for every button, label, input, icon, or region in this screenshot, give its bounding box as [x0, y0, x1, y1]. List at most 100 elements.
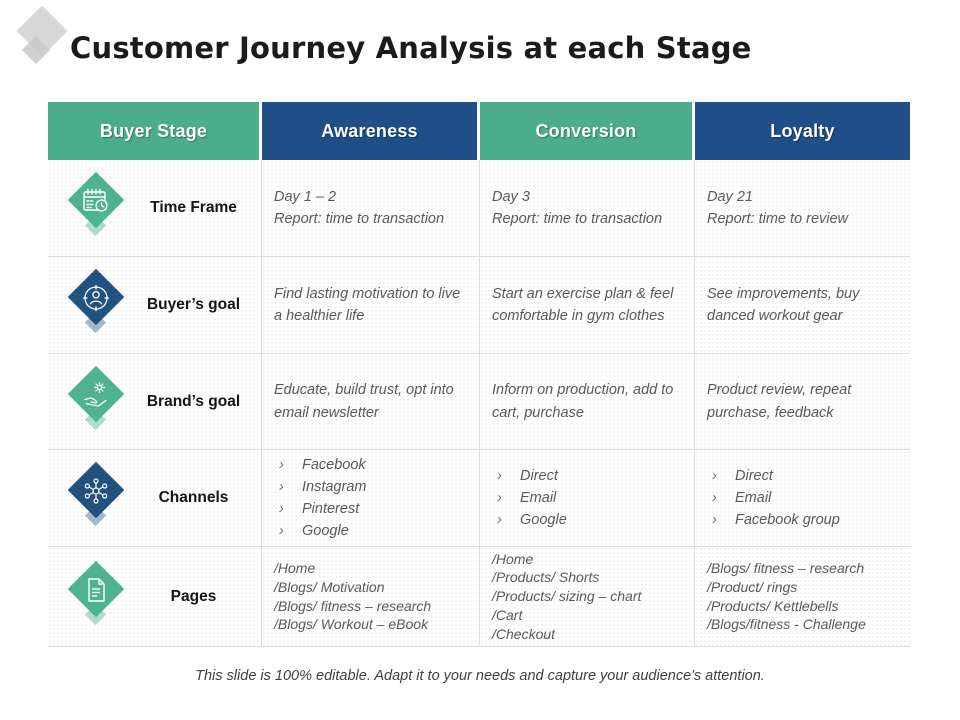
row-label-pages: Pages — [170, 587, 217, 605]
hand-star-icon — [79, 378, 113, 412]
cell-channels-awareness: › Facebook › Instagram › Pinterest › Google — [262, 450, 480, 547]
text-line: Report: time to transaction — [274, 211, 445, 227]
header-label-conversion: Conversion — [535, 120, 637, 141]
header-label-awareness: Awareness — [321, 120, 418, 141]
text-line: /Blogs/ Motivation — [274, 578, 385, 595]
bullet-text: Google — [302, 523, 349, 540]
text-line: See improvements, buy danced workout gea… — [707, 285, 860, 324]
cell-buyers-goal-loyalty: See improvements, buy danced workout gea… — [695, 257, 910, 354]
document-icon — [79, 573, 113, 607]
row-label-cell-brands-goal: Brand’s goal — [48, 354, 262, 450]
network-icon — [79, 474, 113, 508]
row-label-cell-time-frame: Time Frame — [48, 160, 262, 257]
header-cell-buyer-stage: Buyer Stage — [48, 102, 262, 160]
text-line: Inform on production, add to cart, purch… — [492, 382, 674, 421]
row-label-channels: Channels — [158, 489, 229, 506]
bullet-line: › Instagram — [274, 478, 469, 496]
bullet-line: › Email — [492, 489, 684, 507]
bullet-line: › Facebook group — [707, 511, 900, 529]
text-line: /Products/ Kettlebells — [707, 597, 839, 614]
cell-buyers-goal-conversion: Start an exercise plan & feel comfortabl… — [480, 257, 695, 354]
bullet-text: Instagram — [302, 478, 367, 495]
bullet-line: › Direct — [492, 467, 684, 485]
row-label-cell-channels: Channels — [48, 450, 262, 547]
header-cell-loyalty: Loyalty — [695, 102, 910, 160]
bullet-line: › Google — [274, 522, 469, 540]
cell-channels-conversion: › Direct › Email › Google — [480, 450, 695, 547]
text-line: Day 21 — [707, 188, 753, 205]
text-line: /Blogs/ fitness – research — [707, 560, 865, 576]
bullet-text: Google — [520, 512, 567, 529]
text-line: /Checkout — [492, 625, 556, 642]
cell-brands-goal-loyalty: Product review, repeat purchase, feedbac… — [695, 354, 910, 450]
bullet-text: Direct — [520, 467, 558, 484]
row-label-brands-goal: Brand’s goal — [146, 392, 241, 410]
row-label-cell-pages: Pages — [48, 547, 262, 647]
text-line: Report: time to review — [707, 211, 849, 227]
page-title: Customer Journey Analysis at each Stage — [70, 31, 752, 66]
row-label-cell-buyers-goal: Buyer’s goal — [48, 257, 262, 354]
chevron-bullet-icon: › — [279, 501, 284, 517]
chevron-bullet-icon: › — [497, 512, 502, 529]
chevron-bullet-icon: › — [279, 478, 284, 495]
text-line: Day 1 – 2 — [274, 188, 337, 205]
cell-pages-loyalty: /Blogs/ fitness – research/Product/ ring… — [695, 547, 910, 647]
chevron-bullet-icon: › — [712, 489, 717, 506]
chevron-bullet-icon: › — [279, 523, 284, 540]
bullet-text: Pinterest — [302, 501, 360, 517]
chevron-bullet-icon: › — [712, 467, 717, 484]
person-target-icon — [79, 281, 113, 315]
bullet-text: Facebook — [302, 456, 366, 473]
chevron-bullet-icon: › — [279, 456, 284, 473]
text-line: Find lasting motivation to live a health… — [274, 285, 461, 324]
cell-time-frame-conversion: Day 3 Report: time to transaction — [480, 160, 695, 257]
slide-logo — [0, 0, 80, 72]
header-label-loyalty: Loyalty — [770, 120, 835, 141]
bullet-text: Facebook group — [735, 512, 840, 529]
cell-pages-awareness: /Home/Blogs/ Motivation/Blogs/ fitness –… — [262, 547, 480, 647]
text-line: /Home — [274, 560, 316, 576]
text-line: /Blogs/fitness - Challenge — [707, 616, 866, 633]
bullet-line: › Facebook — [274, 456, 469, 474]
text-line: Educate, build trust, opt into email new… — [274, 382, 454, 421]
bullet-text: Email — [735, 489, 772, 506]
text-line: Report: time to transaction — [492, 211, 663, 227]
text-line: /Blogs/ Workout – eBook — [274, 616, 429, 633]
text-line: Day 3 — [492, 188, 530, 205]
text-line: /Products/ sizing – chart — [492, 588, 642, 605]
header-cell-conversion: Conversion — [480, 102, 695, 160]
diamond-green — [60, 560, 132, 633]
footer-note: This slide is 100% editable. Adapt it to… — [195, 668, 765, 684]
chevron-bullet-icon: › — [712, 512, 717, 529]
cell-pages-conversion: /Home/Products/ Shorts/Products/ sizing … — [480, 547, 695, 647]
text-line: /Blogs/ fitness – research — [274, 597, 432, 614]
cell-time-frame-loyalty: Day 21 Report: time to review — [695, 160, 910, 257]
bullet-line: › Email — [707, 489, 900, 507]
text-line: Start an exercise plan & feel comfortabl… — [492, 285, 674, 324]
cell-buyers-goal-awareness: Find lasting motivation to live a health… — [262, 257, 480, 354]
bullet-line: › Direct — [707, 467, 900, 485]
text-line: /Product/ rings — [707, 578, 798, 595]
diamond-green — [60, 365, 132, 438]
diamond-blue — [60, 461, 132, 534]
text-line: /Cart — [492, 606, 523, 623]
header-label-buyer-stage: Buyer Stage — [99, 120, 208, 141]
bullet-text: Direct — [735, 467, 773, 484]
cell-brands-goal-conversion: Inform on production, add to cart, purch… — [480, 354, 695, 450]
header-cell-awareness: Awareness — [262, 102, 480, 160]
text-line: Product review, repeat purchase, feedbac… — [707, 382, 852, 421]
text-line: /Products/ Shorts — [492, 569, 600, 586]
bullet-text: Email — [520, 489, 557, 506]
bullet-line: › Google — [492, 511, 684, 529]
cell-brands-goal-awareness: Educate, build trust, opt into email new… — [262, 354, 480, 450]
cell-time-frame-awareness: Day 1 – 2 Report: time to transaction — [262, 160, 480, 257]
chevron-bullet-icon: › — [497, 467, 502, 484]
chevron-bullet-icon: › — [497, 489, 502, 506]
calendar-clock-icon — [79, 184, 113, 218]
cell-channels-loyalty: › Direct › Email › Facebook group — [695, 450, 910, 547]
text-line: /Home — [492, 550, 534, 567]
bullet-line: › Pinterest — [274, 500, 469, 518]
diamond-green — [60, 171, 132, 244]
diamond-blue — [60, 268, 132, 341]
